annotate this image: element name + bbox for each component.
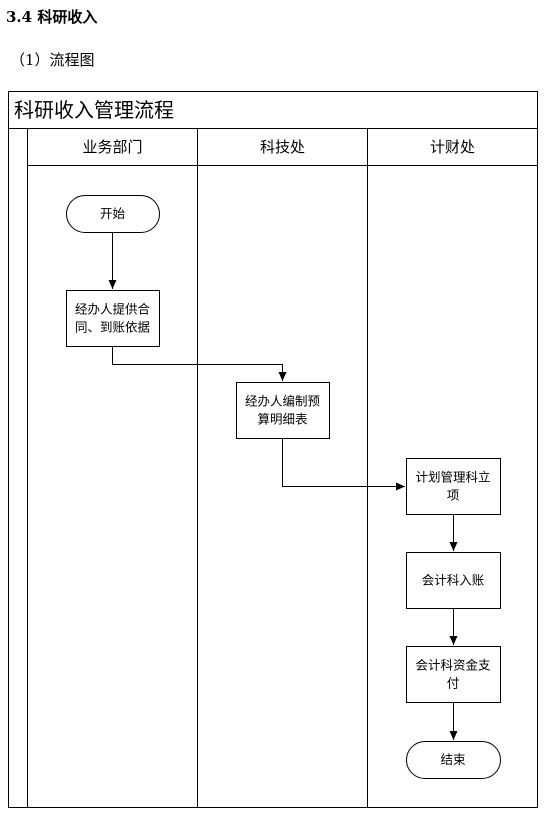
flow-node-n3-shape bbox=[406, 458, 501, 515]
flow-node-n1-label: 同、到账依据 bbox=[75, 320, 150, 335]
flow-node-n3-label: 项 bbox=[447, 488, 460, 503]
flow-node-n2-label: 经办人编制预 bbox=[245, 394, 320, 409]
flow-node-n3-label: 计划管理科立 bbox=[415, 470, 490, 485]
flow-node-n1-shape bbox=[66, 290, 160, 347]
lane-header-2: 科技处 bbox=[260, 138, 305, 156]
flow-node-start: 开始 bbox=[66, 195, 160, 233]
diagram-title: 科研收入管理流程 bbox=[14, 98, 174, 122]
section-heading: 3.4 科研收入 bbox=[6, 8, 98, 26]
flow-node-n4-label: 会计科入账 bbox=[422, 573, 485, 588]
flow-node-n5-label: 会计科资金支 bbox=[415, 658, 491, 673]
flow-node-n4-shape bbox=[406, 552, 501, 609]
lane-header-3: 计财处 bbox=[430, 138, 475, 156]
flow-node-end-label: 结束 bbox=[440, 752, 466, 767]
flow-node-n2-label: 算明细表 bbox=[257, 412, 308, 427]
flow-node-n5-label: 付 bbox=[447, 676, 460, 691]
flow-edge-n2-to-n3 bbox=[282, 438, 405, 491]
sub-heading: （1）流程图 bbox=[10, 51, 95, 69]
flow-node-end-shape bbox=[406, 741, 501, 779]
lane-header-1: 业务部门 bbox=[82, 138, 142, 156]
diagram-frame bbox=[8, 91, 538, 808]
flow-node-n2-shape bbox=[236, 382, 330, 439]
flow-node-end: 结束 bbox=[406, 741, 501, 779]
flow-node-n4: 会计科入账 bbox=[406, 552, 501, 609]
flow-node-n1-label: 经办人提供合 bbox=[75, 302, 151, 317]
flow-edge-n1-to-n2 bbox=[112, 346, 287, 381]
flow-node-start-label: 开始 bbox=[100, 206, 126, 221]
flow-node-n5-shape bbox=[406, 646, 501, 703]
flow-node-start-shape bbox=[66, 195, 160, 233]
